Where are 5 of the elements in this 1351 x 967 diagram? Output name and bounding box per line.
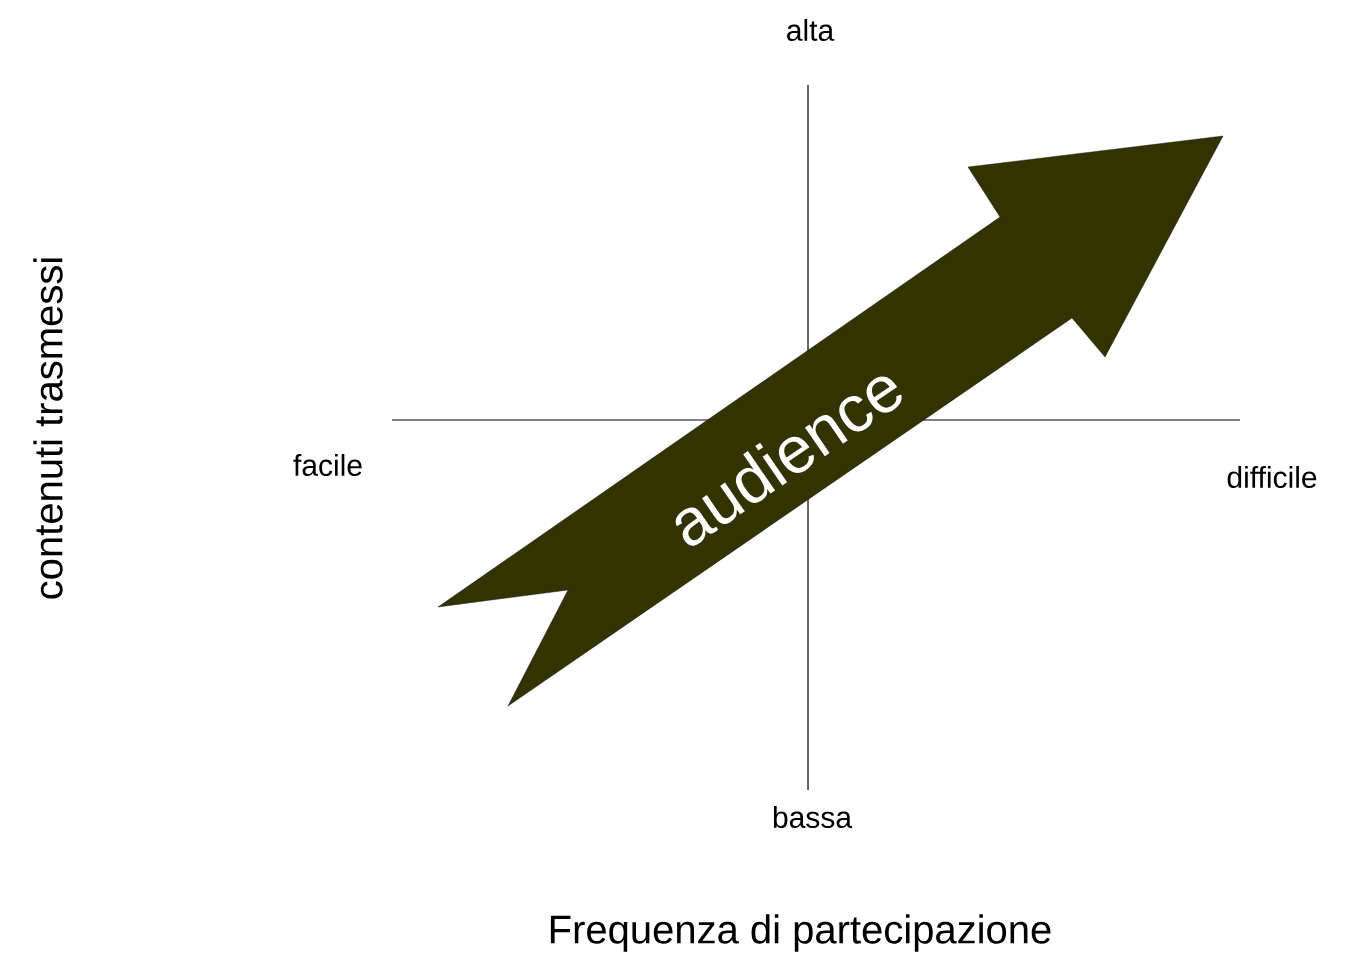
axis-title: contenuti trasmessi — [33, 258, 63, 599]
axis-label: facile — [293, 454, 362, 477]
axis-title: Frequenza di partecipazione — [550, 914, 1051, 952]
axis-label: alta — [787, 19, 835, 41]
axis-label: bassa — [773, 806, 853, 829]
